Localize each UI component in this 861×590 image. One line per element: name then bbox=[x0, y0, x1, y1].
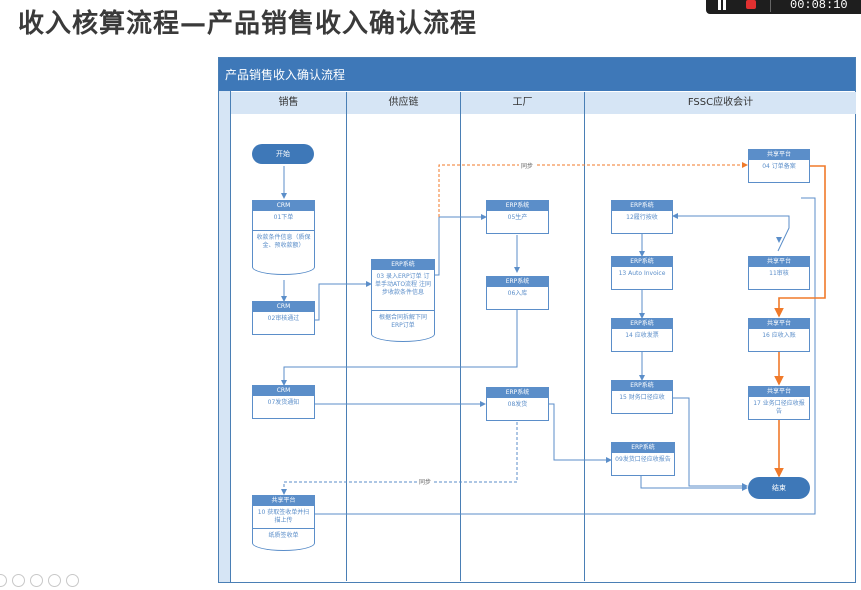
lane-header-fssc: FSSC应收会计 bbox=[585, 92, 856, 114]
node-system-label: ERP系统 bbox=[612, 443, 674, 453]
flowchart-diagram: 产品销售收入确认流程 销售 供应链 工厂 FSSC应收会计 bbox=[218, 57, 856, 583]
node-step-label: 02审核通过 bbox=[267, 315, 300, 322]
document-signed-receipt: 纸质签收单 bbox=[252, 529, 315, 551]
node-08: ERP系统 08发货 bbox=[486, 387, 549, 421]
node-step-label: 06入库 bbox=[507, 290, 528, 297]
pen-icon[interactable] bbox=[12, 574, 25, 587]
node-step-label: 08发货 bbox=[507, 401, 528, 408]
node-system-label: 共享平台 bbox=[749, 150, 809, 160]
lane-divider bbox=[346, 92, 347, 581]
connector bbox=[315, 197, 816, 515]
node-step-label: 09发货口径应收报告 bbox=[615, 456, 671, 463]
node-step-label: 12履行按收 bbox=[626, 214, 658, 221]
connector-orange bbox=[438, 162, 748, 217]
node-system-label: ERP系统 bbox=[612, 201, 672, 211]
node-step-label: 10 获取签收单并扫描上传 bbox=[257, 509, 310, 524]
node-05: ERP系统 05生产 bbox=[486, 200, 549, 234]
node-02: CRM 02审核通过 bbox=[252, 301, 315, 335]
connector bbox=[315, 281, 372, 321]
video-control-bar: 00:08:10 bbox=[706, 0, 861, 14]
node-system-label: 共享平台 bbox=[749, 319, 809, 329]
node-step-label: 15 财务口径应收 bbox=[619, 394, 665, 401]
start-terminal: 开始 bbox=[252, 144, 314, 164]
more-icon[interactable] bbox=[66, 574, 79, 587]
connector bbox=[640, 473, 748, 491]
node-system-label: CRM bbox=[253, 201, 314, 211]
lane-margin bbox=[219, 91, 231, 582]
connector bbox=[281, 422, 518, 495]
node-06: ERP系统 06入库 bbox=[486, 276, 549, 310]
connector bbox=[672, 213, 790, 252]
node-step-label: 01下单 bbox=[273, 214, 294, 221]
node-system-label: CRM bbox=[253, 302, 314, 312]
connector bbox=[281, 310, 518, 386]
pause-icon[interactable] bbox=[718, 0, 727, 10]
node-step-label: 17 业务口径应收报告 bbox=[753, 400, 805, 415]
node-15: ERP系统 15 财务口径应收 bbox=[611, 380, 673, 414]
prev-icon[interactable] bbox=[0, 574, 7, 587]
node-system-label: 共享平台 bbox=[749, 257, 809, 267]
node-step-label: 04 订单备案 bbox=[762, 163, 796, 170]
lane-divider bbox=[584, 92, 585, 581]
stop-record-icon[interactable] bbox=[746, 0, 756, 9]
node-step-label: 07发货通知 bbox=[267, 399, 300, 406]
node-system-label: ERP系统 bbox=[372, 260, 434, 270]
node-system-label: CRM bbox=[253, 386, 314, 396]
divider bbox=[770, 0, 771, 12]
node-step-label: 11审核 bbox=[769, 270, 789, 277]
node-step-label: 14 应收发票 bbox=[625, 332, 659, 339]
node-16: 共享平台 16 应收入账 bbox=[748, 318, 810, 352]
node-step-label: 05生产 bbox=[507, 214, 528, 221]
connector-orange bbox=[774, 165, 826, 318]
node-system-label: ERP系统 bbox=[487, 277, 548, 287]
zoom-icon[interactable] bbox=[48, 574, 61, 587]
node-14: ERP系统 14 应收发票 bbox=[611, 318, 673, 352]
diagram-header: 产品销售收入确认流程 bbox=[219, 58, 855, 91]
grid-icon[interactable] bbox=[30, 574, 43, 587]
node-step-label: 16 应收入账 bbox=[762, 332, 796, 339]
connector-layer bbox=[281, 162, 826, 515]
node-03: ERP系统 03 录入ERP订单 订单手动ATO流程 注同步收款条件信息 bbox=[371, 259, 435, 311]
node-system-label: ERP系统 bbox=[487, 201, 548, 211]
node-step-label: 03 录入ERP订单 订单手动ATO流程 注同步收款条件信息 bbox=[375, 273, 431, 296]
node-system-label: ERP系统 bbox=[487, 388, 548, 398]
connector bbox=[435, 214, 487, 276]
node-system-label: ERP系统 bbox=[612, 319, 672, 329]
node-13: ERP系统 13 Auto Invoice bbox=[611, 256, 673, 290]
sync-label-top: 同步 bbox=[519, 161, 536, 170]
slide-title: 收入核算流程—产品销售收入确认流程 bbox=[18, 9, 478, 39]
sync-label-bottom: 同步 bbox=[417, 477, 434, 486]
node-system-label: ERP系统 bbox=[612, 381, 672, 391]
node-11: 共享平台 11审核 bbox=[748, 256, 810, 290]
connector bbox=[548, 403, 612, 463]
node-04: 共享平台 04 订单备案 bbox=[748, 149, 810, 183]
node-09: ERP系统 09发货口径应收报告 bbox=[611, 442, 675, 476]
node-system-label: 共享平台 bbox=[749, 387, 809, 397]
node-12: ERP系统 12履行按收 bbox=[611, 200, 673, 234]
document-erp-order: 根据合同拆解下同ERP订单 bbox=[371, 311, 435, 342]
node-01: CRM 01下单 bbox=[252, 200, 315, 231]
diagram-title: 产品销售收入确认流程 bbox=[225, 68, 346, 82]
document-payment-terms: 收款条件信息（质保金、预收款额） bbox=[252, 231, 315, 275]
node-10: 共享平台 10 获取签收单并扫描上传 bbox=[252, 495, 315, 529]
node-step-label: 13 Auto Invoice bbox=[618, 270, 666, 277]
node-07: CRM 07发货通知 bbox=[252, 385, 315, 419]
node-17: 共享平台 17 业务口径应收报告 bbox=[748, 386, 810, 420]
recording-timer: 00:08:10 bbox=[790, 0, 848, 12]
lane-divider bbox=[460, 92, 461, 581]
node-system-label: 共享平台 bbox=[253, 496, 314, 506]
connector bbox=[672, 397, 748, 489]
end-terminal: 结束 bbox=[748, 477, 810, 499]
node-system-label: ERP系统 bbox=[612, 257, 672, 267]
